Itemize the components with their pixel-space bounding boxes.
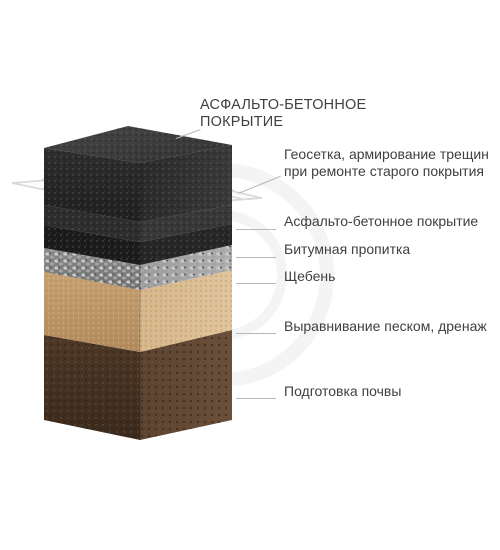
label-gravel: Щебень bbox=[284, 268, 336, 284]
label-geogrid-line2: при ремонте старого покрытия bbox=[284, 163, 484, 179]
leader-sand bbox=[236, 333, 276, 334]
label-top-line2: ПОКРЫТИЕ bbox=[200, 114, 284, 130]
soil-layer bbox=[44, 330, 232, 440]
label-bitumen: Битумная пропитка bbox=[284, 241, 411, 257]
leader-gravel bbox=[236, 283, 276, 284]
label-sand: Выравнивание песком, дренаж bbox=[284, 318, 487, 334]
label-soil: Подготовка почвы bbox=[284, 383, 402, 399]
label-geogrid-line1: Геосетка, армирование трещин bbox=[284, 146, 489, 162]
gravel-layer bbox=[44, 245, 232, 290]
bitumen-layer bbox=[44, 224, 232, 265]
sand-layer bbox=[44, 270, 232, 352]
lower-asphalt-layer bbox=[44, 205, 232, 242]
leader-asphalt bbox=[236, 229, 276, 230]
label-top-line1: АСФАЛЬТО-БЕТОННОЕ bbox=[200, 97, 367, 113]
upper-asphalt-block bbox=[44, 126, 232, 440]
leader-soil bbox=[236, 398, 276, 399]
leader-bitumen bbox=[236, 257, 276, 258]
label-asphalt: Асфальто-бетонное покрытие bbox=[284, 213, 479, 229]
